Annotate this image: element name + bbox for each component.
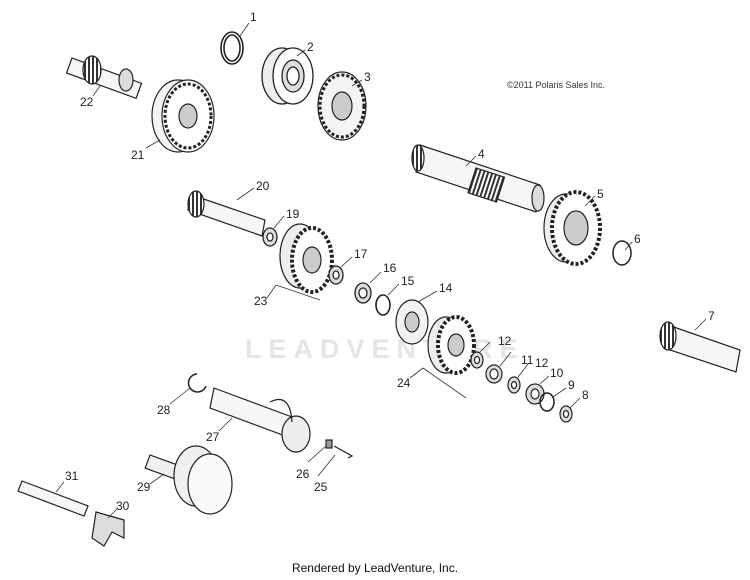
part-11-bushing [485,364,503,384]
callout-5: 5 [597,187,604,201]
part-8-washer [559,405,573,423]
part-15-ring [375,294,391,316]
part-24-gear [427,315,476,375]
part-3-gear [317,71,367,141]
callout-23: 23 [254,294,268,308]
part-26-pin [325,439,333,449]
callout-10: 10 [550,366,564,380]
part-4-main-shaft [411,144,545,213]
callout-16: 16 [383,261,397,275]
part-1-snap-ring [220,31,244,65]
part-23-gear-assembly [279,223,334,294]
callout-3: 3 [364,70,371,84]
part-12-washer-b [507,376,521,394]
callout-1: 1 [250,10,257,24]
part-31-shift-rod [17,480,89,517]
part-19-washer [262,227,278,247]
callout-26: 26 [296,467,310,481]
part-14-shift-dog [395,299,429,345]
callout-12-a: 12 [498,334,512,348]
callout-14: 14 [439,281,453,295]
part-20-shaft [187,190,266,237]
callout-28: 28 [157,403,171,417]
callout-7: 7 [708,309,715,323]
part-10-bushing [525,383,545,405]
callout-30: 30 [116,499,130,513]
part-9-ring [539,392,555,412]
part-27-shift-shaft [209,387,311,453]
callout-27: 27 [206,430,220,444]
callout-17: 17 [354,247,368,261]
part-17-washer [328,265,344,285]
callout-8: 8 [582,388,589,402]
part-21-gear [151,79,215,153]
part-7-output-shaft [659,321,741,373]
callout-20: 20 [256,179,270,193]
callout-2: 2 [307,40,314,54]
callout-6: 6 [634,232,641,246]
callout-12-b: 12 [535,356,549,370]
part-16-ring [354,282,372,304]
callout-19: 19 [286,207,300,221]
callout-9: 9 [568,378,575,392]
part-5-gear [543,190,602,266]
part-12-washer-a [470,351,484,369]
callout-4: 4 [478,147,485,161]
callout-24: 24 [397,376,411,390]
callout-11: 11 [521,353,534,367]
part-28-clip [187,373,207,393]
callout-25: 25 [314,480,328,494]
callout-29: 29 [137,480,151,494]
callout-22: 22 [80,95,94,109]
callout-21: 21 [131,148,145,162]
callout-15: 15 [401,274,415,288]
callout-31: 31 [65,469,79,483]
part-6-circlip [612,240,632,266]
part-30-shift-fork [91,511,125,547]
part-29-shift-drum [144,445,233,515]
copyright-text: ©2011 Polaris Sales Inc. [507,80,606,90]
part-25-spring [333,445,354,459]
leader-lines [55,22,707,519]
part-2-bearing [261,47,314,105]
footer-credit: Rendered by LeadVenture, Inc. [291,561,459,575]
part-22-shaft [65,55,143,100]
